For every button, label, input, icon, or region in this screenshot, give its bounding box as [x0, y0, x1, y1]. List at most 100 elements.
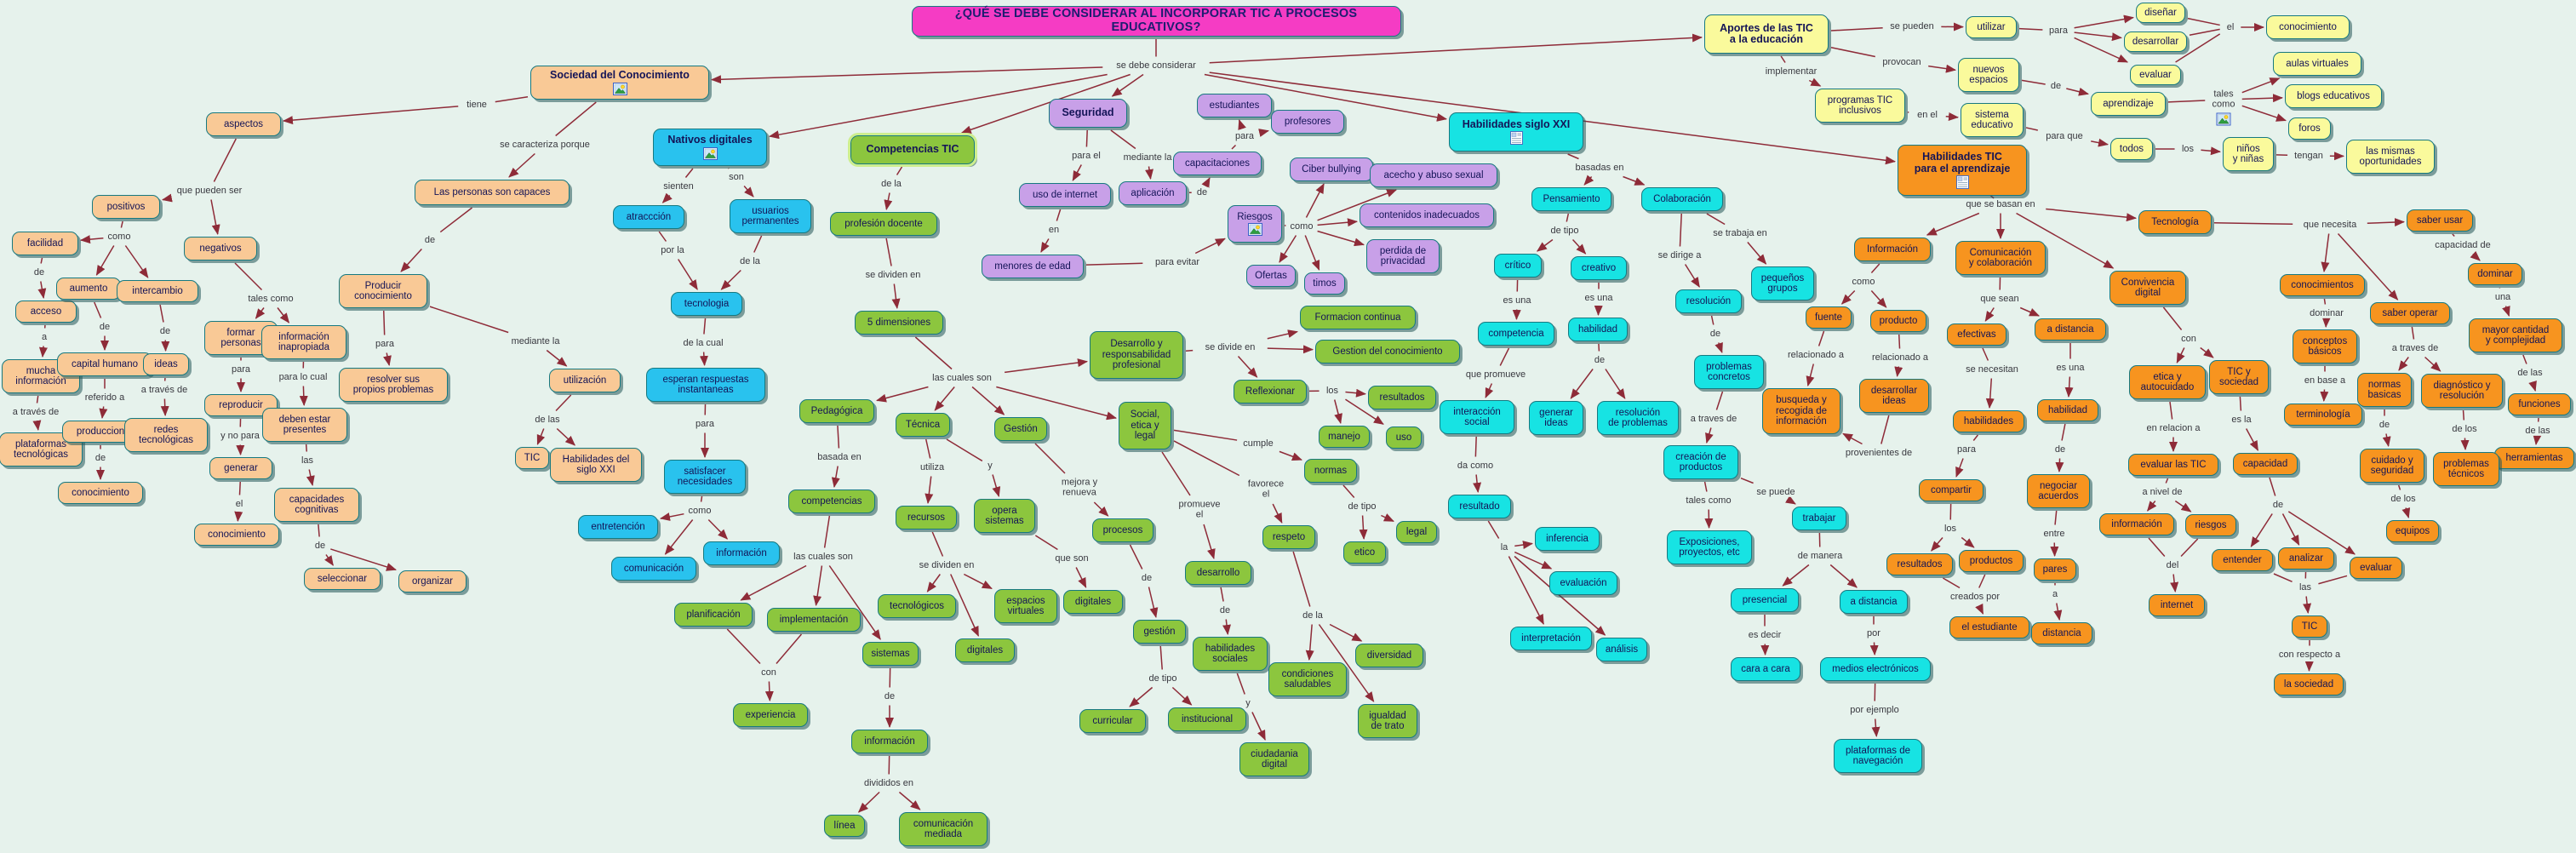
concept-social[interactable]: Social, etica y legal: [1119, 402, 1171, 449]
concept-tecnologia-o[interactable]: Tecnología: [2138, 210, 2212, 234]
concept-tecnica[interactable]: Técnica: [896, 413, 950, 437]
concept-resolver[interactable]: resolver sus propios problemas: [339, 368, 448, 402]
concept-critico[interactable]: crítico: [1494, 254, 1542, 278]
concept-todos[interactable]: todos: [2110, 138, 2153, 160]
concept-inferencia[interactable]: inferencia: [1535, 527, 1600, 551]
concept-generar-ideas[interactable]: generar ideas: [1529, 401, 1583, 435]
concept-seleccionar[interactable]: seleccionar: [304, 568, 381, 590]
image-resource-icon[interactable]: [702, 146, 718, 160]
concept-menores[interactable]: menores de edad: [982, 255, 1084, 278]
concept-competencias2[interactable]: competencias: [788, 489, 875, 513]
concept-compartir[interactable]: compartir: [1919, 479, 1984, 501]
concept-foros[interactable]: foros: [2288, 117, 2331, 140]
concept-evaluar-tic[interactable]: evaluar las TIC: [2128, 454, 2218, 476]
concept-sociedad[interactable]: Sociedad del Conocimiento: [530, 66, 709, 100]
concept-aportes[interactable]: Aportes de las TIC a la educación: [1704, 14, 1829, 54]
concept-aulas[interactable]: aulas virtuales: [2273, 52, 2361, 76]
concept-ninos[interactable]: niños y niñas: [2223, 137, 2274, 171]
concept-entender[interactable]: entender: [2212, 549, 2273, 571]
concept-acecho[interactable]: acecho y abuso sexual: [1370, 163, 1497, 187]
concept-disenar[interactable]: diseñar: [2136, 3, 2185, 23]
concept-uso-g[interactable]: uso: [1386, 426, 1422, 449]
concept-conocimiento1[interactable]: conocimiento: [58, 482, 143, 504]
concept-producir[interactable]: Producir conocimiento: [339, 274, 427, 308]
concept-acceso[interactable]: acceso: [15, 301, 77, 323]
concept-habxxi[interactable]: Habilidades siglo XXI: [1449, 112, 1583, 152]
concept-exposiciones[interactable]: Exposiciones, proyectos, etc: [1667, 530, 1752, 564]
concept-info-bl[interactable]: información: [703, 541, 780, 565]
concept-competencia[interactable]: competencia: [1478, 322, 1554, 346]
concept-negativos[interactable]: negativos: [184, 237, 257, 260]
concept-la-sociedad[interactable]: la sociedad: [2274, 673, 2344, 696]
document-resource-icon[interactable]: [1509, 131, 1523, 146]
concept-diagnostico[interactable]: diagnóstico y resolución: [2421, 374, 2503, 408]
concept-timos[interactable]: timos: [1304, 272, 1345, 295]
concept-capital[interactable]: capital humano: [57, 352, 152, 376]
concept-interaccion[interactable]: interacción social: [1440, 400, 1514, 434]
concept-busqueda[interactable]: busqueda y recogida de información: [1762, 388, 1840, 434]
concept-espacios[interactable]: espacios virtuales: [994, 589, 1057, 623]
concept-programas[interactable]: programas TIC inclusivos: [1815, 89, 1905, 123]
concept-digitales-b[interactable]: digitales: [955, 638, 1015, 662]
concept-habs21-pe[interactable]: Habilidades del siglo XXI: [550, 448, 642, 482]
concept-contenidos[interactable]: contenidos inadecuados: [1360, 203, 1494, 227]
concept-title[interactable]: ¿QUÉ SE DEBE CONSIDERAR AL INCORPORAR TI…: [911, 6, 1401, 37]
concept-generar[interactable]: generar: [209, 457, 272, 479]
concept-info-gr[interactable]: información: [851, 730, 928, 753]
concept-gestion1[interactable]: Gestión: [994, 417, 1047, 441]
concept-interpretacion[interactable]: interpretación: [1510, 627, 1592, 650]
concept-respeto[interactable]: respeto: [1262, 525, 1315, 549]
concept-aspectos[interactable]: aspectos: [206, 112, 281, 136]
concept-perdida[interactable]: perdida de privacidad: [1366, 239, 1440, 273]
concept-nativos[interactable]: Nativos digitales: [653, 129, 767, 166]
concept-analisis[interactable]: análisis: [1596, 638, 1647, 661]
concept-negociar[interactable]: negociar acuerdos: [2027, 474, 2090, 508]
concept-trabajar[interactable]: trabajar: [1792, 507, 1846, 530]
image-resource-icon[interactable]: [612, 82, 627, 95]
concept-profesores[interactable]: profesores: [1271, 110, 1344, 134]
concept-colaboracion[interactable]: Colaboración: [1641, 187, 1723, 211]
concept-cara-cara[interactable]: cara a cara: [1731, 657, 1800, 681]
concept-deben[interactable]: deben estar presentes: [262, 408, 347, 442]
concept-oportunidades[interactable]: las mismas oportunidades: [2346, 140, 2435, 174]
concept-tecnologicos[interactable]: tecnológicos: [878, 594, 956, 618]
concept-pares[interactable]: pares: [2034, 558, 2076, 581]
concept-a-dist1[interactable]: a distancia: [1840, 590, 1908, 614]
concept-comunicacion[interactable]: comunicación: [611, 557, 696, 581]
concept-estudiantes[interactable]: estudiantes: [1197, 94, 1272, 117]
concept-internet[interactable]: internet: [2149, 594, 2205, 616]
concept-reproducir[interactable]: reproducir: [204, 394, 278, 416]
concept-creacion[interactable]: creación de productos: [1663, 445, 1738, 479]
concept-habilidades2[interactable]: habilidades: [1953, 410, 2024, 432]
concept-ofertas[interactable]: Ofertas: [1246, 265, 1296, 287]
concept-entretencion[interactable]: entretención: [578, 515, 658, 539]
concept-saber-operar[interactable]: saber operar: [2370, 302, 2450, 324]
concept-pedagogica[interactable]: Pedagógica: [799, 399, 874, 423]
concept-tic-soc[interactable]: TIC y sociedad: [2209, 360, 2269, 394]
concept-evaluar-y[interactable]: evaluar: [2130, 65, 2181, 85]
concept-pensamiento[interactable]: Pensamiento: [1531, 187, 1611, 211]
concept-capacidad2[interactable]: capacidad: [2233, 453, 2298, 475]
concept-comp-tic[interactable]: Competencias TIC: [848, 133, 977, 167]
concept-conceptos[interactable]: conceptos básicos: [2293, 329, 2357, 364]
concept-evaluacion[interactable]: evaluación: [1549, 571, 1617, 595]
concept-resolucion2[interactable]: resolución: [1675, 289, 1742, 313]
concept-riesgos-pu[interactable]: Riesgos: [1228, 205, 1282, 243]
concept-redes[interactable]: redes tecnológicas: [124, 418, 208, 452]
concept-implementacion[interactable]: implementación: [767, 608, 861, 632]
concept-resolucion-p[interactable]: resolución de problemas: [1597, 401, 1679, 435]
concept-personas[interactable]: Las personas son capaces: [415, 180, 570, 205]
concept-evaluar-o[interactable]: evaluar: [2350, 557, 2402, 579]
concept-prob-concretos[interactable]: problemas concretos: [1694, 355, 1764, 389]
concept-desarrollo2[interactable]: desarrollo: [1185, 561, 1251, 585]
concept-habtic[interactable]: Habilidades TIC para el aprendizaje: [1898, 145, 2027, 196]
concept-uso-internet[interactable]: uso de internet: [1019, 183, 1111, 207]
concept-diversidad[interactable]: diversidad: [1355, 644, 1423, 667]
concept-resultados-g[interactable]: resultados: [1368, 386, 1436, 409]
concept-riesgos-o[interactable]: riesgos: [2185, 514, 2236, 536]
concept-intercambio[interactable]: intercambio: [117, 280, 198, 302]
concept-seguridad[interactable]: Seguridad: [1049, 99, 1127, 128]
concept-ideas[interactable]: ideas: [143, 353, 189, 375]
concept-procesos[interactable]: procesos: [1092, 518, 1153, 542]
concept-organizar[interactable]: organizar: [398, 570, 467, 593]
